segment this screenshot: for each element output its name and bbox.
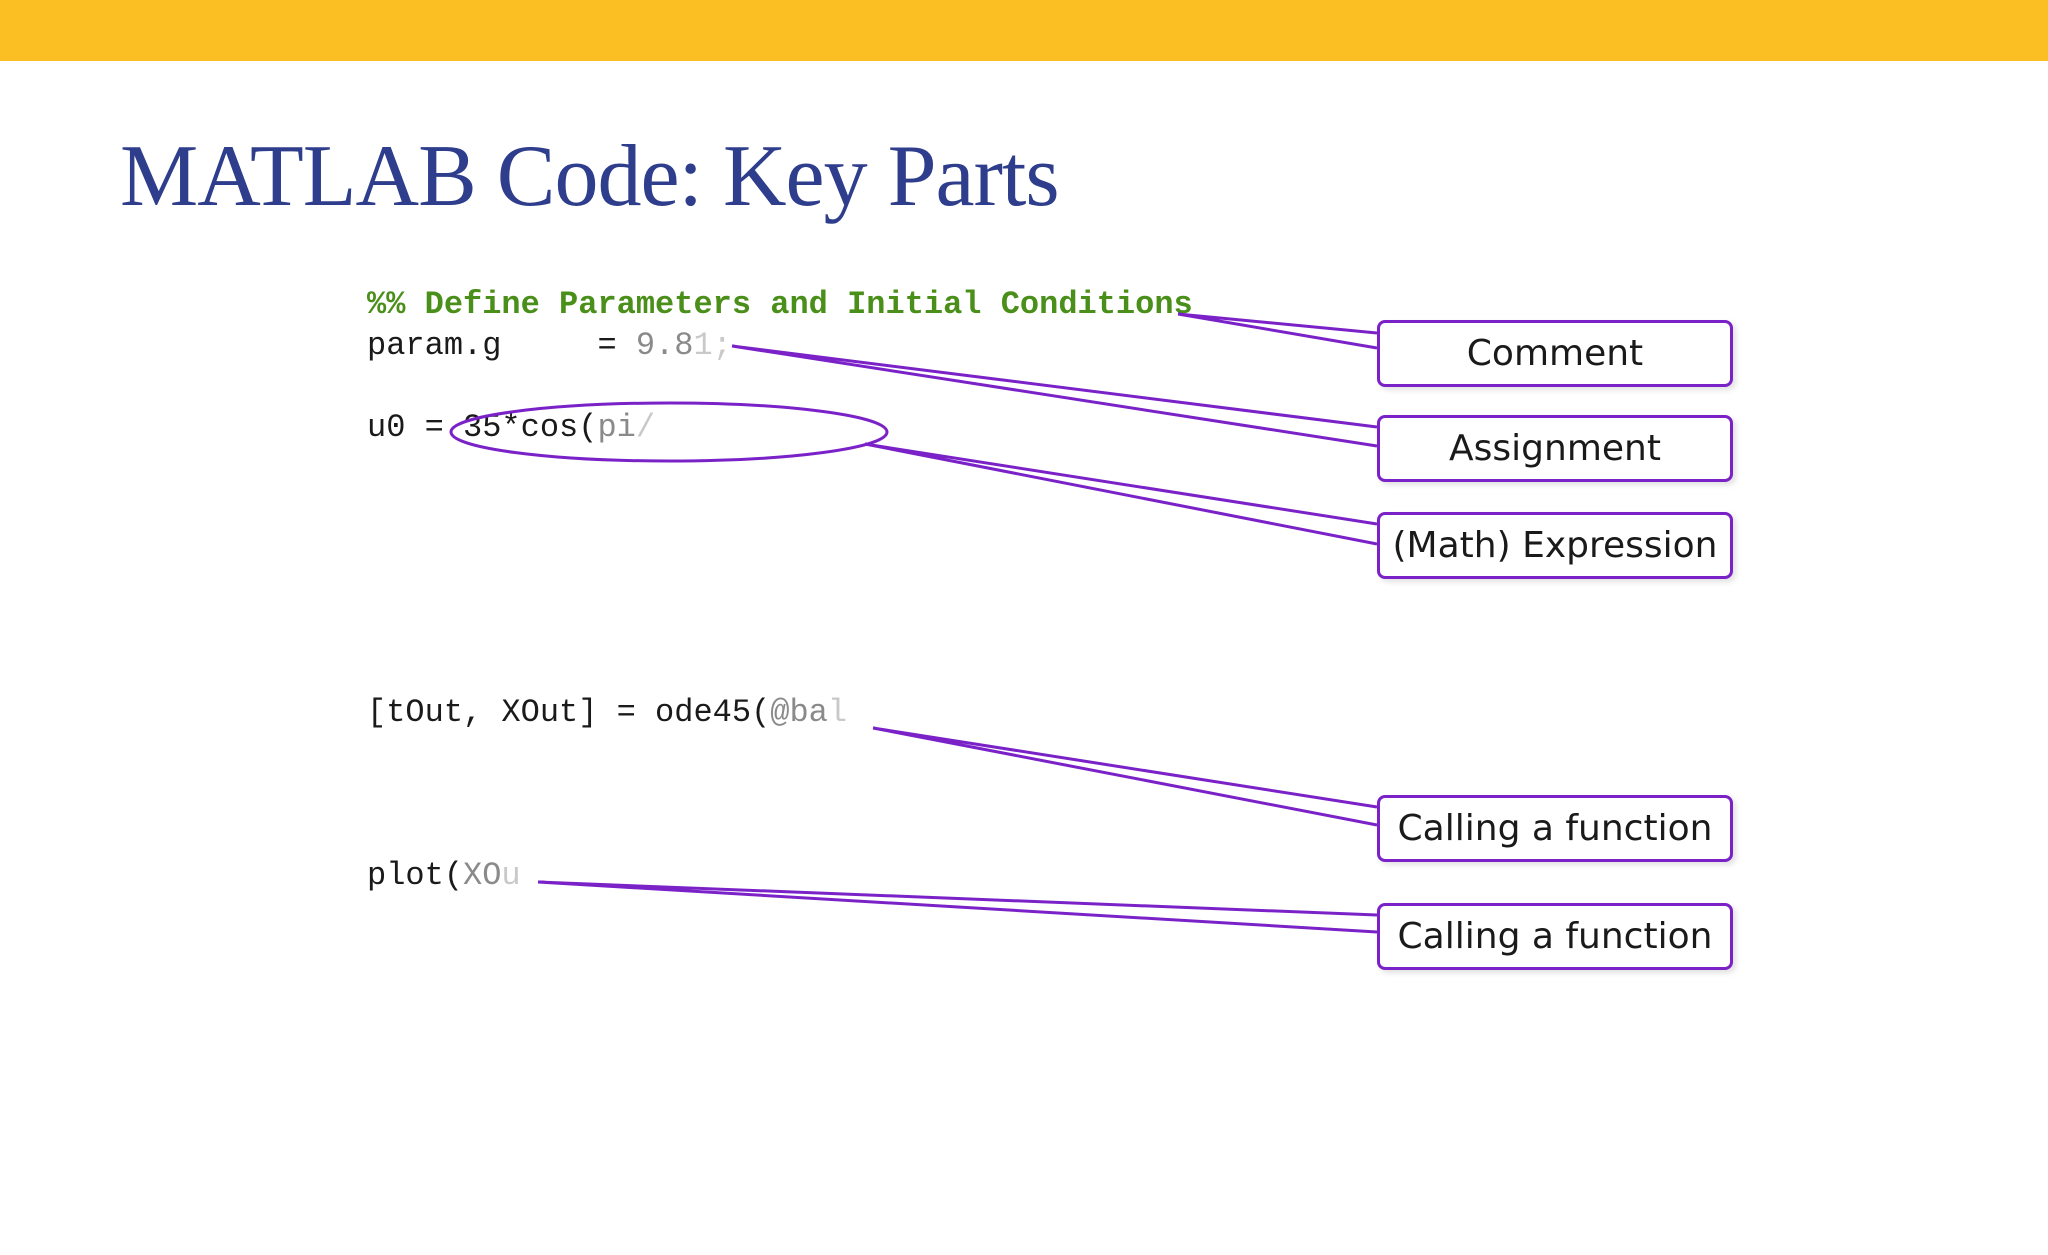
callout-assignment: Assignment (1377, 415, 1733, 482)
callout-calling-function-2: Calling a function (1377, 903, 1733, 970)
assignment-prefix: param.g = (367, 327, 636, 364)
expression-highlight-ellipse (449, 401, 889, 463)
plot-prefix: plot( (367, 857, 464, 894)
assignment-value: 9.8 (635, 327, 694, 364)
code-ode-line: [tOut, XOut] = ode45(@bal (367, 693, 847, 733)
connector-comment (1177, 312, 1378, 350)
connector-assignment (731, 344, 1378, 448)
code-comment-line: %% Define Parameters and Initial Conditi… (367, 286, 1193, 323)
ode-faint: l (827, 694, 848, 731)
code-assignment-line: param.g = 9.81; (367, 326, 732, 366)
ode-fade: @ba (770, 694, 828, 731)
callout-expression: (Math) Expression (1377, 512, 1733, 579)
expression-faint: / (635, 409, 656, 446)
callout-comment: Comment (1377, 320, 1733, 387)
top-accent-bar (0, 0, 2048, 61)
assignment-faint: 1; (693, 327, 732, 364)
plot-faint: u (501, 857, 521, 894)
plot-fade: XO (463, 857, 502, 894)
connector-expression (864, 442, 1378, 546)
code-plot-line: plot(XOu (367, 856, 521, 896)
callout-calling-function-1: Calling a function (1377, 795, 1733, 862)
expression-fade: pi (597, 409, 636, 446)
connector-call1 (872, 726, 1378, 827)
connector-call2 (537, 880, 1378, 934)
slide-title: MATLAB Code: Key Parts (120, 128, 1060, 225)
ode-prefix: [tOut, XOut] = ode45( (367, 694, 771, 731)
